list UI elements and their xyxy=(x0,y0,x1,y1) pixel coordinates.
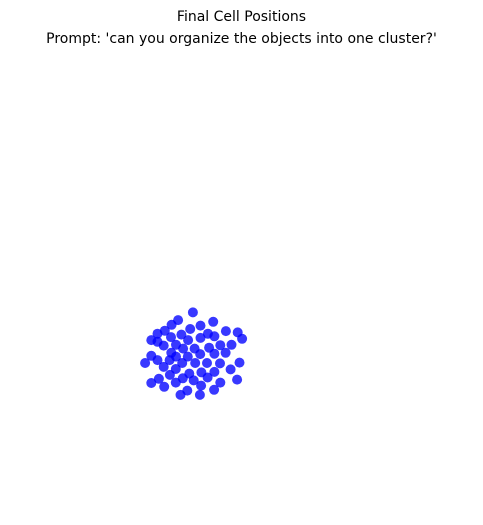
cell-point-10 xyxy=(159,381,170,392)
cell-point-56 xyxy=(225,364,236,375)
cell-point-1 xyxy=(146,378,157,388)
cell-point-35 xyxy=(190,358,201,368)
cell-point-8 xyxy=(158,361,169,372)
cell-point-50 xyxy=(209,366,220,377)
cell-point-57 xyxy=(226,339,237,350)
cell-point-27 xyxy=(182,385,193,396)
cell-point-26 xyxy=(178,343,189,354)
cell-point-28 xyxy=(182,351,193,362)
cell-point-7 xyxy=(153,373,164,384)
cell-point-32 xyxy=(187,307,198,318)
cell-point-23 xyxy=(176,329,187,340)
cell-point-11 xyxy=(159,325,170,336)
cell-point-48 xyxy=(209,348,220,359)
cell-point-52 xyxy=(215,340,226,351)
cell-point-4 xyxy=(152,355,163,366)
cell-point-9 xyxy=(158,340,169,351)
cell-point-55 xyxy=(220,326,231,337)
chart-subtitle: Prompt: 'can you organize the objects in… xyxy=(46,31,437,47)
cell-point-61 xyxy=(237,333,248,344)
cell-point-54 xyxy=(220,347,231,358)
cell-point-0 xyxy=(140,358,151,368)
cell-point-29 xyxy=(183,335,194,346)
cell-point-58 xyxy=(232,374,243,385)
cell-point-40 xyxy=(196,380,207,391)
cell-point-36 xyxy=(194,389,205,400)
cell-point-49 xyxy=(209,331,220,342)
chart-title: Final Cell Positions xyxy=(177,9,306,25)
cell-point-60 xyxy=(234,357,245,368)
cell-point-14 xyxy=(166,332,176,343)
cell-point-46 xyxy=(208,316,219,327)
cell-point-38 xyxy=(195,320,206,331)
cell-point-19 xyxy=(171,351,181,362)
cell-point-42 xyxy=(202,358,212,368)
cell-point-39 xyxy=(195,332,206,343)
cell-point-53 xyxy=(215,377,226,388)
cell-point-21 xyxy=(173,315,184,326)
plot-area xyxy=(140,307,248,400)
cell-point-18 xyxy=(170,364,181,374)
cell-point-51 xyxy=(215,358,225,369)
cell-point-33 xyxy=(188,375,199,386)
cell-point-47 xyxy=(209,384,220,395)
cell-point-43 xyxy=(202,372,213,383)
cell-point-37 xyxy=(195,349,206,360)
cell-point-31 xyxy=(185,324,196,334)
